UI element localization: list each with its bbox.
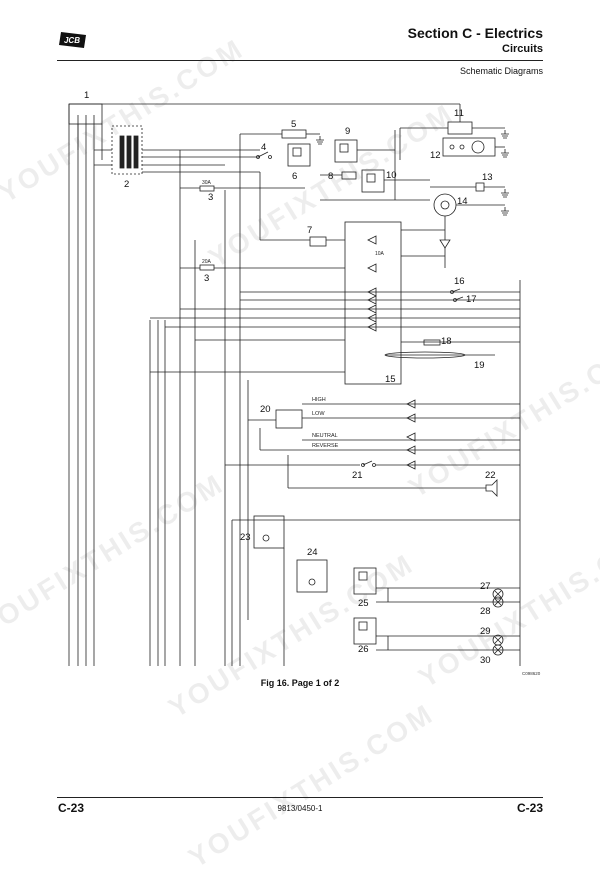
lamps-27-30	[492, 588, 504, 656]
component-label-3a: 3	[208, 192, 213, 203]
page-number-left: C-23	[58, 801, 85, 815]
component-label-6: 6	[292, 171, 297, 182]
schematic-diagram: 30A 20A 10A HIGH LOW NEUTRAL REVERSE 1 2…	[68, 90, 521, 666]
relay-6	[287, 143, 311, 167]
page-description: Schematic Diagrams	[459, 66, 543, 76]
switch-label-neutral: NEUTRAL	[312, 433, 338, 439]
component-16	[450, 288, 461, 294]
component-label-28: 28	[480, 606, 491, 617]
section-title: Section C - Electrics	[407, 25, 543, 41]
component-label-4: 4	[261, 142, 266, 153]
switch-label-reverse: REVERSE	[312, 443, 339, 449]
component-22-horn	[287, 455, 498, 497]
component-label-27: 27	[480, 581, 491, 592]
footer-rule	[57, 797, 543, 798]
component-label-13: 13	[482, 172, 493, 183]
component-label-30: 30	[480, 655, 491, 666]
component-12-motor	[442, 137, 505, 157]
component-label-17: 17	[466, 294, 477, 305]
switch-label-low: LOW	[312, 411, 325, 417]
component-label-18: 18	[441, 336, 452, 347]
component-label-16: 16	[454, 276, 465, 287]
component-label-12: 12	[430, 150, 441, 161]
component-label-11: 11	[454, 108, 464, 119]
fuse-3-lower	[180, 264, 345, 271]
relay-25	[353, 567, 520, 603]
component-label-22: 22	[485, 470, 496, 481]
logo-text: JCB	[64, 36, 80, 45]
wiring-rows	[150, 291, 520, 373]
component-15-panel	[344, 216, 451, 385]
component-5	[239, 129, 320, 190]
relay-10	[361, 169, 385, 193]
component-label-14: 14	[457, 196, 468, 207]
bus-lines	[68, 104, 521, 666]
component-label-3b: 3	[204, 273, 209, 284]
fuse-rating-30a: 30A	[202, 180, 212, 186]
fuse-rating-10a: 10A	[375, 251, 385, 257]
fuse-rating-20a: 20A	[202, 259, 212, 265]
component-label-10: 10	[386, 170, 397, 181]
page-number-right: C-23	[516, 801, 543, 815]
gear-lamps	[406, 399, 416, 470]
component-2	[94, 125, 260, 175]
relay-9	[334, 139, 395, 163]
component-14	[433, 193, 505, 217]
component-8	[320, 130, 430, 201]
ground-symbols	[316, 130, 509, 216]
component-1	[68, 103, 461, 160]
component-label-8: 8	[328, 171, 333, 182]
component-label-24: 24	[307, 547, 318, 558]
component-label-5: 5	[291, 119, 296, 130]
component-4-switch	[256, 151, 272, 159]
component-7	[259, 172, 345, 247]
switch-label-high: HIGH	[312, 397, 326, 403]
component-label-19: 19	[474, 360, 485, 371]
component-label-7: 7	[307, 225, 312, 236]
component-23	[231, 515, 520, 666]
jcb-logo: JCB	[59, 32, 86, 48]
component-label-1: 1	[84, 90, 89, 101]
component-13	[430, 182, 505, 192]
component-label-15: 15	[385, 374, 396, 385]
component-17	[453, 296, 464, 302]
relay-26	[353, 617, 520, 651]
component-18	[423, 339, 441, 346]
component-label-20: 20	[260, 404, 271, 415]
component-label-21: 21	[352, 470, 363, 481]
header-rule	[57, 60, 543, 61]
component-label-2: 2	[124, 179, 129, 190]
watermark: YOUFIXTHIS.COM	[183, 697, 440, 874]
component-label-9: 9	[345, 126, 350, 137]
fuse-3-upper	[180, 185, 305, 192]
component-19	[384, 351, 495, 359]
component-24	[283, 548, 328, 666]
component-label-23: 23	[240, 532, 251, 543]
section-subtitle: Circuits	[502, 43, 543, 55]
component-label-26: 26	[358, 644, 369, 655]
figure-caption: Fig 16. Page 1 of 2	[260, 678, 340, 688]
component-20	[248, 403, 520, 451]
component-label-25: 25	[358, 598, 369, 609]
component-21	[225, 460, 520, 467]
component-11	[399, 121, 505, 160]
document-number: 9813/0450-1	[277, 804, 323, 813]
component-label-29: 29	[480, 626, 491, 637]
figure-code: C098620	[522, 671, 541, 676]
